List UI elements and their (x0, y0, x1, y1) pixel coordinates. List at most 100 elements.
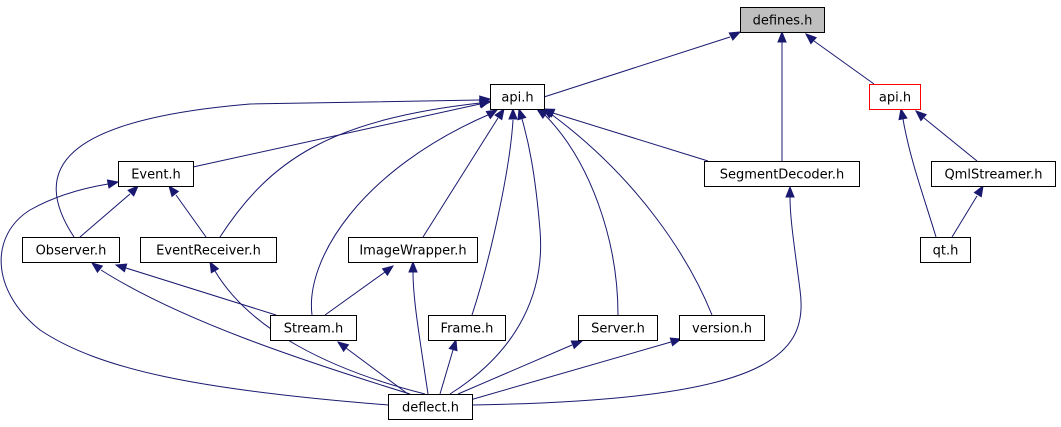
arrowhead-icon (777, 30, 787, 43)
node-box[interactable] (22, 237, 120, 263)
edge-line (471, 196, 802, 406)
node-defines: defines.h (740, 7, 825, 33)
arrowhead-icon (448, 338, 458, 352)
edge-line (543, 113, 619, 316)
arrowhead-icon (898, 107, 908, 121)
edges-layer (0, 30, 984, 406)
node-frame[interactable]: Frame.h (428, 315, 506, 341)
node-box[interactable] (869, 84, 921, 110)
edge-line (219, 102, 481, 238)
node-segdec[interactable]: SegmentDecoder.h (704, 161, 860, 187)
edge-line (449, 118, 542, 395)
edge-deflect-to-api (449, 107, 542, 395)
edge-qmlstreamer-to-api2 (914, 110, 978, 162)
edge-line (469, 341, 672, 401)
node-box[interactable] (920, 237, 971, 263)
edge-line (55, 99, 481, 238)
edge-line (550, 113, 713, 316)
edge-line (439, 349, 454, 395)
edge-line (412, 271, 429, 395)
edge-server-to-api (535, 108, 619, 316)
node-observer[interactable]: Observer.h (22, 237, 120, 263)
node-stream[interactable]: Stream.h (270, 315, 357, 341)
edge-observer-to-event (79, 185, 139, 238)
edge-line (902, 118, 937, 238)
node-box[interactable] (679, 315, 765, 341)
edge-line (457, 344, 573, 395)
node-box[interactable] (704, 161, 860, 187)
edge-deflect-to-observer (90, 262, 411, 395)
node-box[interactable] (578, 315, 658, 341)
node-eventrecv[interactable]: EventReceiver.h (140, 237, 277, 263)
arrowhead-icon (336, 341, 350, 353)
edge-line (192, 103, 481, 168)
edge-deflect-to-frame (439, 338, 458, 395)
arrowhead-icon (973, 184, 984, 198)
edge-event-to-api (192, 99, 492, 168)
arrowhead-icon (408, 260, 418, 273)
node-box[interactable] (118, 161, 194, 187)
node-box[interactable] (270, 315, 357, 341)
node-box[interactable] (931, 161, 1056, 187)
edge-line (345, 347, 409, 395)
edge-imagewrapper-to-api (422, 107, 505, 238)
edge-deflect-to-event (0, 179, 389, 406)
arrowhead-icon (785, 185, 795, 198)
edge-frame-to-api (471, 107, 518, 316)
arrowhead-icon (479, 98, 492, 108)
arrowhead-icon (168, 184, 180, 198)
edge-qt-to-qmlstreamer (951, 184, 984, 238)
node-qmlstreamer[interactable]: QmlStreamer.h (931, 161, 1056, 187)
edge-line (310, 113, 491, 316)
node-box[interactable] (490, 84, 545, 110)
edge-line (422, 117, 499, 238)
node-deflect[interactable]: deflect.h (388, 394, 473, 420)
node-event[interactable]: Event.h (118, 161, 194, 187)
edge-line (543, 36, 731, 98)
node-api[interactable]: api.h (490, 84, 545, 110)
arrowhead-icon (494, 107, 505, 121)
edge-line (79, 193, 131, 238)
arrowhead-icon (517, 107, 527, 121)
edge-version-to-api (541, 108, 713, 316)
edge-stream-to-api (310, 109, 499, 316)
edge-line (471, 119, 514, 316)
node-version[interactable]: version.h (679, 315, 765, 341)
node-box[interactable] (348, 237, 478, 263)
edge-line (923, 117, 978, 162)
edge-line (100, 269, 411, 395)
node-box[interactable] (428, 315, 506, 341)
node-box[interactable] (388, 394, 473, 420)
arrowhead-icon (542, 108, 556, 118)
node-server[interactable]: Server.h (578, 315, 658, 341)
node-api2[interactable]: api.h (869, 84, 921, 110)
edge-eventrecv-to-event (168, 184, 207, 238)
arrowhead-icon (114, 263, 128, 273)
edge-api-to-defines (543, 31, 742, 98)
edge-deflect-to-segdec (471, 185, 802, 406)
edge-line (175, 194, 207, 238)
edge-line (813, 40, 875, 85)
arrowhead-icon (508, 107, 518, 120)
arrowhead-icon (669, 337, 683, 347)
node-qt[interactable]: qt.h (920, 237, 971, 263)
edge-line (552, 112, 709, 162)
edge-eventrecv-to-api (219, 98, 492, 238)
arrowhead-icon (485, 109, 499, 120)
edge-line (125, 267, 277, 316)
edge-segdec-to-defines (777, 30, 787, 161)
node-imagewrapper[interactable]: ImageWrapper.h (348, 237, 478, 263)
edge-deflect-to-server (457, 340, 584, 395)
arrowhead-icon (106, 179, 120, 189)
edge-stream-to-observer (114, 263, 277, 316)
edge-api2-to-defines (804, 33, 875, 85)
node-box[interactable] (140, 237, 277, 263)
edge-stream-to-imagewrapper (324, 265, 395, 316)
edge-line (0, 183, 389, 406)
arrowhead-icon (209, 260, 220, 274)
edge-line (324, 271, 386, 316)
edge-qt-to-api2 (898, 107, 937, 238)
arrowhead-icon (914, 110, 928, 122)
